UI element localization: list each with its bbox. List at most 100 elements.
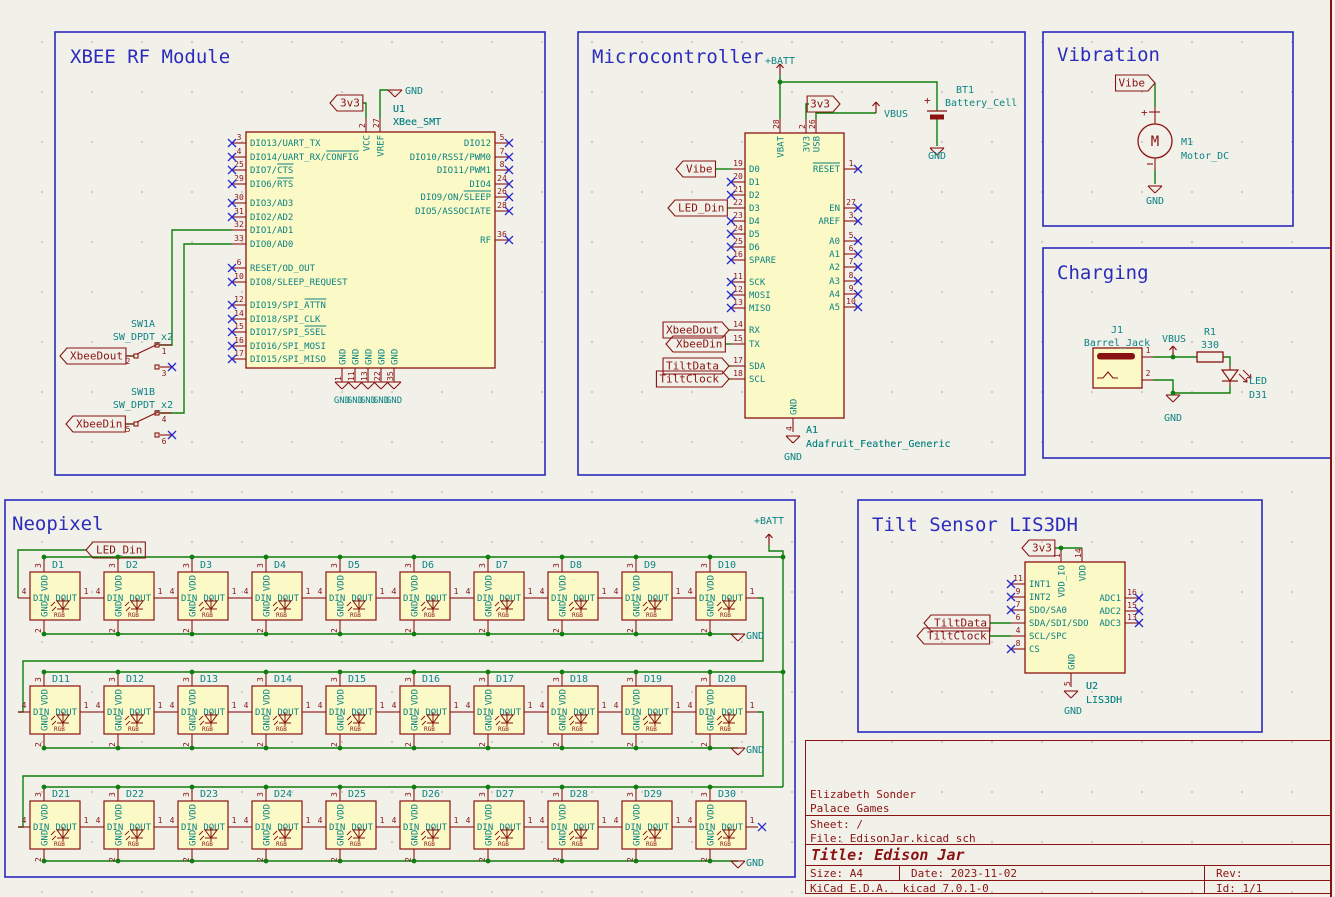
symbol-body[interactable]	[29, 800, 81, 850]
global-label-XbeeDin[interactable]: XbeeDin	[65, 415, 126, 433]
global-label-outline[interactable]	[675, 160, 717, 178]
section-xbee[interactable]: XBEE RF Module	[54, 31, 546, 476]
no-connect-marker[interactable]	[504, 206, 514, 216]
no-connect-marker[interactable]	[726, 229, 736, 239]
global-label-Vibe[interactable]: Vibe	[1114, 74, 1156, 92]
global-label-outline[interactable]	[59, 347, 127, 365]
symbol-body[interactable]	[251, 685, 303, 735]
global-label-outline[interactable]	[1021, 539, 1056, 557]
no-connect-marker[interactable]	[504, 179, 514, 189]
power-flag-+BATT[interactable]: +BATT	[754, 516, 784, 545]
global-label-TiltClock[interactable]: TiltClock	[916, 627, 991, 645]
section-box[interactable]	[4, 499, 796, 878]
no-connect-marker[interactable]	[504, 165, 514, 175]
no-connect-marker[interactable]	[227, 300, 237, 310]
section-box[interactable]	[54, 31, 546, 476]
global-label-outline[interactable]	[85, 541, 146, 559]
global-label-Vibe[interactable]: Vibe	[675, 160, 717, 178]
no-connect-marker[interactable]	[853, 236, 863, 246]
section-mcu[interactable]: Microcontroller	[577, 31, 1026, 476]
power-flag-+BATT[interactable]: +BATT	[765, 56, 795, 75]
symbol-body[interactable]	[325, 571, 377, 621]
symbol-body[interactable]	[245, 131, 496, 369]
symbol-body[interactable]	[473, 571, 525, 621]
section-tilt[interactable]: Tilt Sensor LIS3DH	[857, 499, 1263, 733]
no-connect-marker[interactable]	[227, 138, 237, 148]
symbol-body[interactable]	[473, 685, 525, 735]
symbol-body[interactable]	[251, 800, 303, 850]
section-charging[interactable]: Charging	[1042, 247, 1332, 459]
ground-symbol[interactable]	[1165, 394, 1181, 403]
wire[interactable]	[159, 229, 232, 346]
ground-symbol[interactable]	[785, 435, 801, 444]
symbol-J1-barrel-jack[interactable]: 12	[1092, 346, 1153, 389]
symbol-body[interactable]	[177, 571, 229, 621]
symbol-A1[interactable]: 19D020D121D222D323D424D525D616SPARE11SCK…	[726, 119, 951, 450]
no-connect-marker[interactable]	[757, 822, 767, 832]
no-connect-marker[interactable]	[726, 216, 736, 226]
no-connect-marker[interactable]	[504, 235, 514, 245]
no-connect-marker[interactable]	[504, 138, 514, 148]
symbol-body[interactable]	[473, 800, 525, 850]
symbol-body[interactable]	[547, 800, 599, 850]
global-label-outline[interactable]	[667, 199, 728, 217]
symbol-body[interactable]	[399, 800, 451, 850]
global-label-outline[interactable]	[1114, 74, 1156, 92]
symbol-body[interactable]	[177, 800, 229, 850]
ground-symbol[interactable]	[1147, 185, 1163, 194]
no-connect-marker[interactable]	[726, 242, 736, 252]
global-label-LED_Din[interactable]: LED_Din	[85, 541, 146, 559]
global-label-TiltData[interactable]: TiltData	[923, 614, 991, 632]
wire[interactable]	[1223, 356, 1231, 366]
no-connect-marker[interactable]	[853, 289, 863, 299]
no-connect-marker[interactable]	[504, 192, 514, 202]
ground-symbol[interactable]	[730, 747, 746, 756]
no-connect-marker[interactable]	[227, 165, 237, 175]
ground-symbol[interactable]	[1063, 690, 1079, 699]
symbol-body[interactable]	[547, 685, 599, 735]
no-connect-marker[interactable]	[726, 255, 736, 265]
symbol-body[interactable]	[744, 132, 845, 419]
symbol-body[interactable]	[177, 685, 229, 735]
symbol-body[interactable]	[695, 800, 747, 850]
global-label-3v3[interactable]: 3v3	[806, 95, 841, 113]
no-connect-marker[interactable]	[227, 354, 237, 364]
no-connect-marker[interactable]	[1006, 605, 1016, 615]
wire[interactable]	[17, 549, 86, 598]
symbol-body[interactable]	[29, 571, 81, 621]
symbol-body[interactable]	[103, 571, 155, 621]
symbol-U1[interactable]: 3DIO13/UART_TX4DIO14/UART_RX/CONFIG25DIO…	[227, 104, 514, 406]
global-label-TiltClock[interactable]: TiltClock	[655, 370, 730, 388]
section-box[interactable]	[857, 499, 1263, 733]
wire[interactable]	[363, 102, 367, 118]
ground-symbol[interactable]	[360, 381, 376, 390]
symbol-M1-motor[interactable]: +M	[1137, 106, 1173, 170]
no-connect-marker[interactable]	[1134, 606, 1144, 616]
no-connect-marker[interactable]	[1134, 593, 1144, 603]
symbol-body[interactable]	[621, 571, 673, 621]
symbol-body[interactable]	[325, 800, 377, 850]
ground-symbol[interactable]	[387, 89, 403, 98]
no-connect-marker[interactable]	[853, 164, 863, 174]
symbol-body[interactable]	[1024, 561, 1126, 674]
wire[interactable]	[805, 103, 809, 119]
global-label-XbeeDin[interactable]: XbeeDin	[665, 335, 726, 353]
symbol-body[interactable]	[695, 685, 747, 735]
no-connect-marker[interactable]	[853, 249, 863, 259]
global-label-XbeeDout[interactable]: XbeeDout	[662, 321, 730, 339]
